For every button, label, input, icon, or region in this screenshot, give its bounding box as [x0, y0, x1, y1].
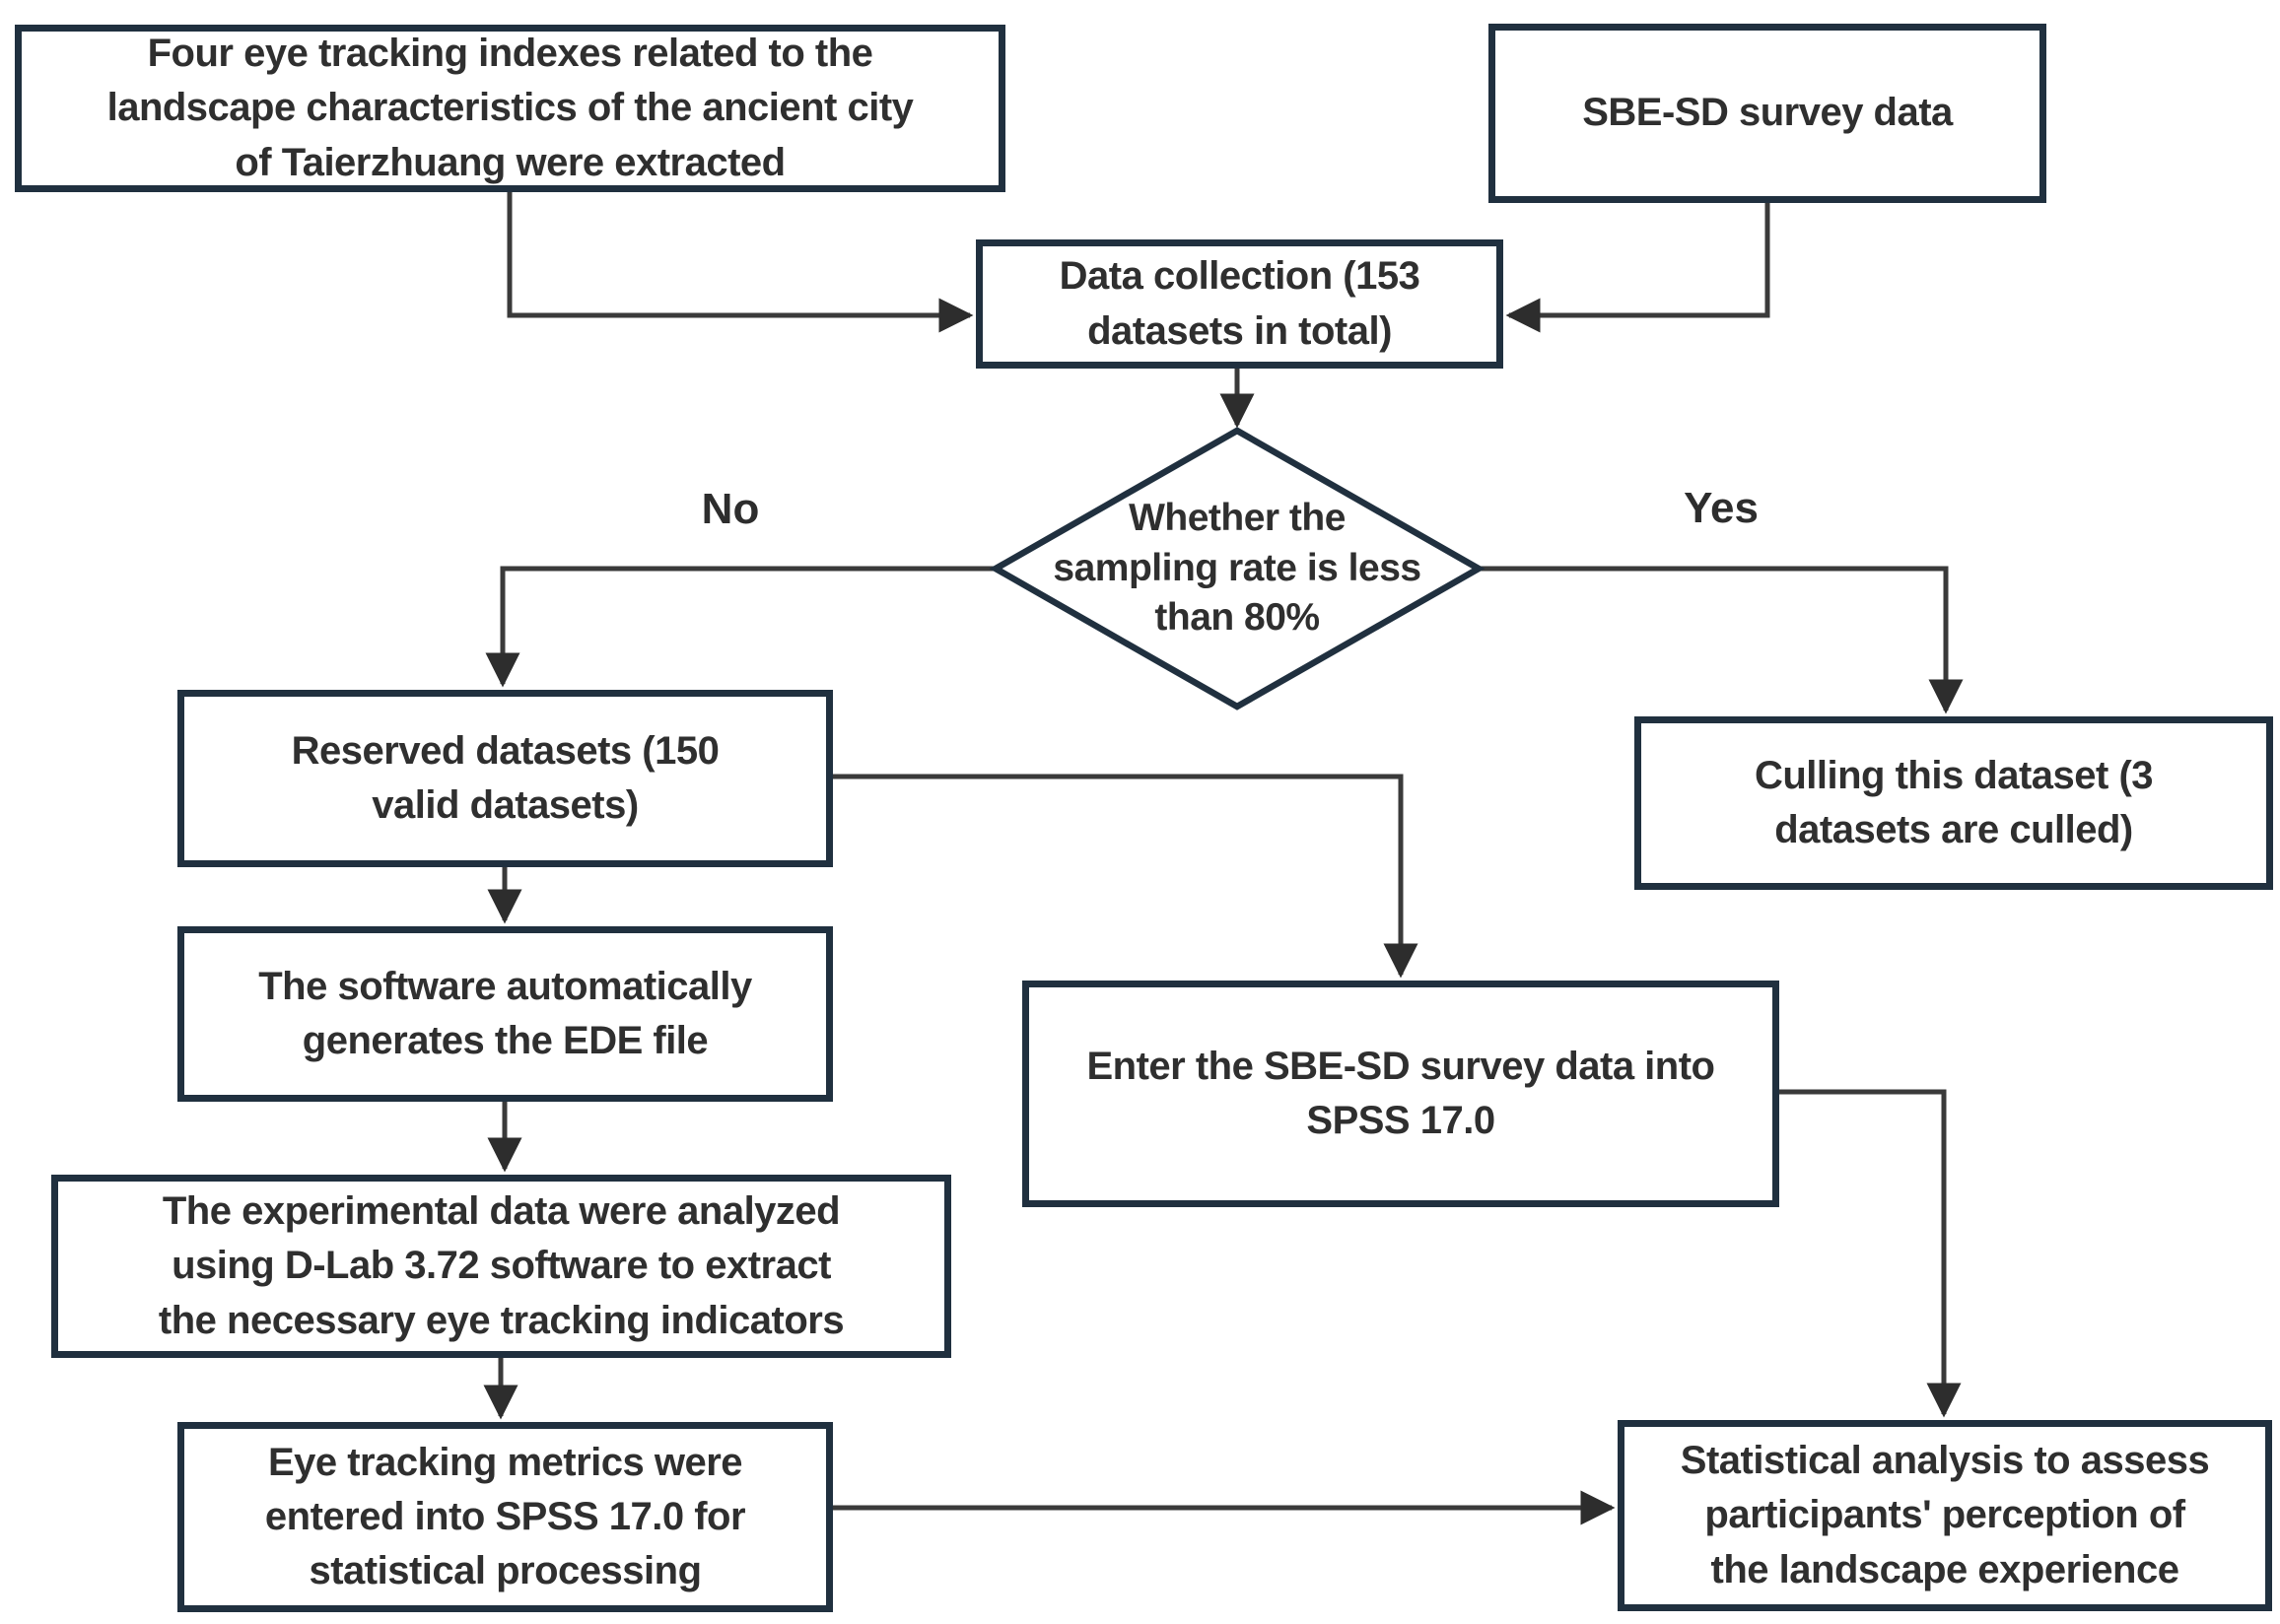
decision-diamond-shape [989, 427, 1485, 710]
node-sbe-survey-data: SBE-SD survey data [1488, 24, 2046, 203]
node-experimental-analysis-label: The experimental data were analyzed usin… [158, 1189, 845, 1342]
node-culling-dataset-label: Culling this dataset (3 datasets are cul… [1754, 753, 2154, 851]
node-statistical-analysis: Statistical analysis to assess participa… [1618, 1420, 2272, 1611]
edge-decision-no-to-reserved [485, 566, 996, 688]
branch-label-no: No [701, 485, 760, 533]
edge-extract-to-collection [507, 192, 974, 333]
node-data-collection: Data collection (153 datasets in total) [976, 239, 1503, 369]
node-extract-indexes-label: Four eye tracking indexes related to the… [106, 32, 914, 184]
node-reserved-datasets-label: Reserved datasets (150 valid datasets) [291, 728, 720, 827]
node-culling-dataset: Culling this dataset (3 datasets are cul… [1634, 716, 2273, 890]
decision-sampling-rate-label: Whether the sampling rate is less than 8… [1053, 496, 1421, 640]
node-eye-tracking-metrics: Eye tracking metrics were entered into S… [177, 1422, 833, 1612]
branch-label-yes: Yes [1684, 484, 1759, 532]
edge-reserved-to-enter-spss [833, 774, 1418, 979]
node-statistical-analysis-label: Statistical analysis to assess participa… [1680, 1439, 2210, 1591]
node-enter-sbe-spss: Enter the SBE-SD survey data into SPSS 1… [1022, 981, 1779, 1207]
edge-decision-yes-to-culling [1479, 566, 1964, 714]
node-sbe-survey-data-label: SBE-SD survey data [1582, 91, 1953, 135]
node-reserved-datasets: Reserved datasets (150 valid datasets) [177, 690, 833, 867]
node-eye-tracking-metrics-label: Eye tracking metrics were entered into S… [264, 1440, 746, 1593]
edge-enter-spss-to-statistical [1779, 1089, 1962, 1418]
node-experimental-analysis: The experimental data were analyzed usin… [51, 1175, 951, 1358]
node-enter-sbe-spss-label: Enter the SBE-SD survey data into SPSS 1… [1086, 1044, 1715, 1142]
node-data-collection-label: Data collection (153 datasets in total) [1059, 254, 1420, 353]
node-ede-file: The software automatically generates the… [177, 926, 833, 1102]
node-extract-indexes: Four eye tracking indexes related to the… [15, 25, 1005, 192]
edge-sbe-to-collection [1505, 203, 1770, 333]
node-ede-file-label: The software automatically generates the… [258, 964, 752, 1062]
